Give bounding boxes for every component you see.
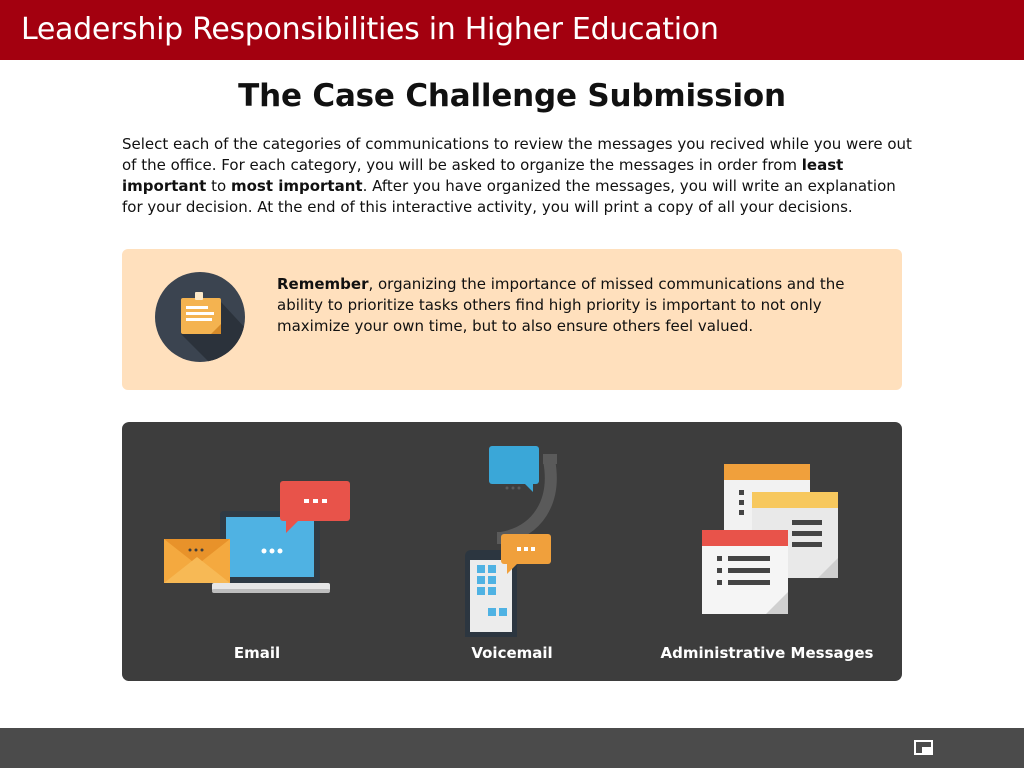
email-laptop-icon [164, 481, 350, 593]
category-email-label: Email [233, 644, 281, 662]
intro-text-3: . After you have organized the messages,… [122, 177, 896, 216]
remember-bold: Remember [277, 275, 369, 293]
documents-icon [702, 464, 838, 614]
footer-bar [0, 728, 1024, 768]
category-administrative[interactable]: Administrative Messages [652, 422, 882, 681]
remember-text: Remember, organizing the importance of m… [277, 274, 857, 337]
intro-text-1: Select each of the categories of communi… [122, 135, 912, 174]
category-voicemail[interactable]: Voicemail [407, 422, 617, 681]
category-voicemail-label: Voicemail [471, 644, 553, 662]
intro-paragraph: Select each of the categories of communi… [122, 134, 912, 218]
page-title: The Case Challenge Submission [238, 78, 786, 114]
sticky-note-icon [155, 272, 245, 362]
intro-bold-most: most important [230, 177, 363, 195]
remember-body: , organizing the importance of missed co… [277, 275, 845, 335]
category-email[interactable]: Email [152, 422, 362, 681]
category-administrative-label: Administrative Messages [660, 644, 874, 662]
voicemail-phone-icon [465, 446, 557, 637]
intro-text-2: to [206, 177, 231, 195]
course-title: Leadership Responsibilities in Higher Ed… [21, 12, 719, 47]
picture-in-picture-icon[interactable] [914, 740, 934, 756]
communications-panel: Email [122, 422, 902, 681]
header-bar: Leadership Responsibilities in Higher Ed… [0, 0, 1024, 60]
intro-bold-least: least important [122, 156, 844, 195]
remember-callout: Remember, organizing the importance of m… [122, 249, 902, 390]
